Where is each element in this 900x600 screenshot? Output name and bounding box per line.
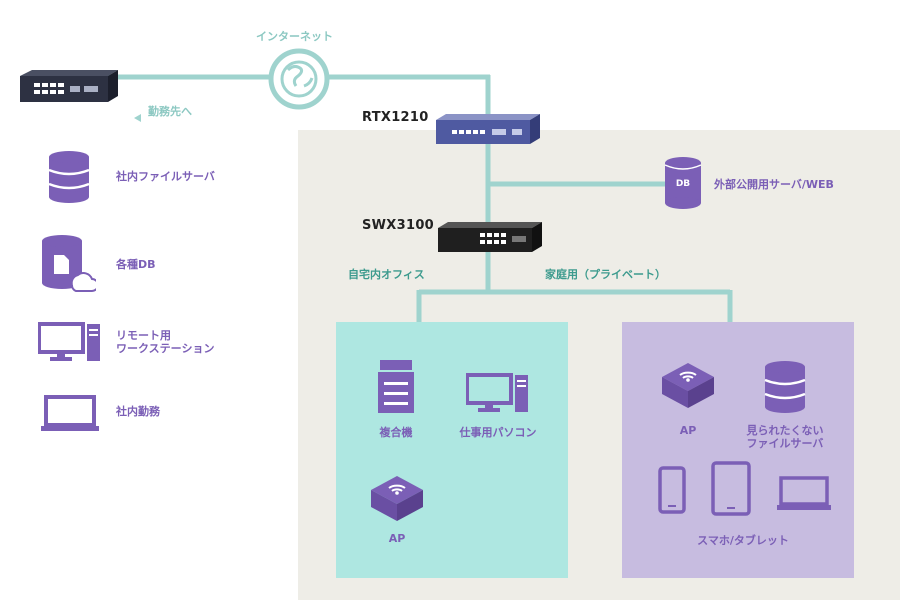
printer-icon: [378, 358, 414, 414]
laptop-icon: [776, 476, 832, 512]
home-box: [622, 322, 854, 578]
desktop-tower-icon: [37, 322, 102, 362]
db-server-label: 外部公開用サーバ/WEB: [714, 178, 834, 191]
switch-label: SWX3100: [362, 218, 435, 233]
internet-label: インターネット: [256, 30, 333, 43]
home-item-label: スマホ/タブレット: [697, 534, 789, 547]
laptop-icon: [40, 395, 100, 433]
desktop-tower-icon: [465, 373, 530, 413]
router-label: RTX1210: [362, 110, 429, 125]
home-item-label: AP: [679, 424, 697, 437]
office-box: [336, 322, 568, 578]
router-device-icon: [430, 114, 542, 148]
to-work-label: 勤務先へ: [148, 105, 192, 118]
remote-item-label: 社内ファイルサーバ: [116, 170, 215, 183]
remote-item-label: 社内勤務: [116, 405, 160, 418]
home-label: 家庭用（プライベート）: [545, 268, 666, 281]
remote-router-icon: [14, 70, 122, 106]
globe-icon: [268, 48, 330, 110]
access-point-icon: [370, 476, 424, 522]
office-label: 自宅内オフィス: [348, 268, 425, 281]
home-item-label: 見られたくない ファイルサーバ: [746, 424, 824, 451]
remote-item-label: リモート用 ワークステーション: [116, 329, 215, 356]
switch-device-icon: [432, 222, 544, 256]
access-point-icon: [661, 363, 715, 409]
office-item-label: 複合機: [379, 426, 413, 439]
arrow-left-icon: [133, 108, 143, 122]
database-icon: [48, 151, 90, 203]
db-server-icon: [664, 157, 702, 209]
smartphone-icon: [658, 466, 686, 514]
office-item-label: 仕事用パソコン: [459, 426, 537, 439]
database-icon: [764, 361, 806, 413]
db-server-icon-text: DB: [675, 179, 691, 189]
tablet-icon: [711, 461, 751, 516]
office-item-label: AP: [388, 532, 406, 545]
remote-item-label: 各種DB: [116, 258, 156, 271]
database-document-cloud-icon: [40, 235, 99, 293]
